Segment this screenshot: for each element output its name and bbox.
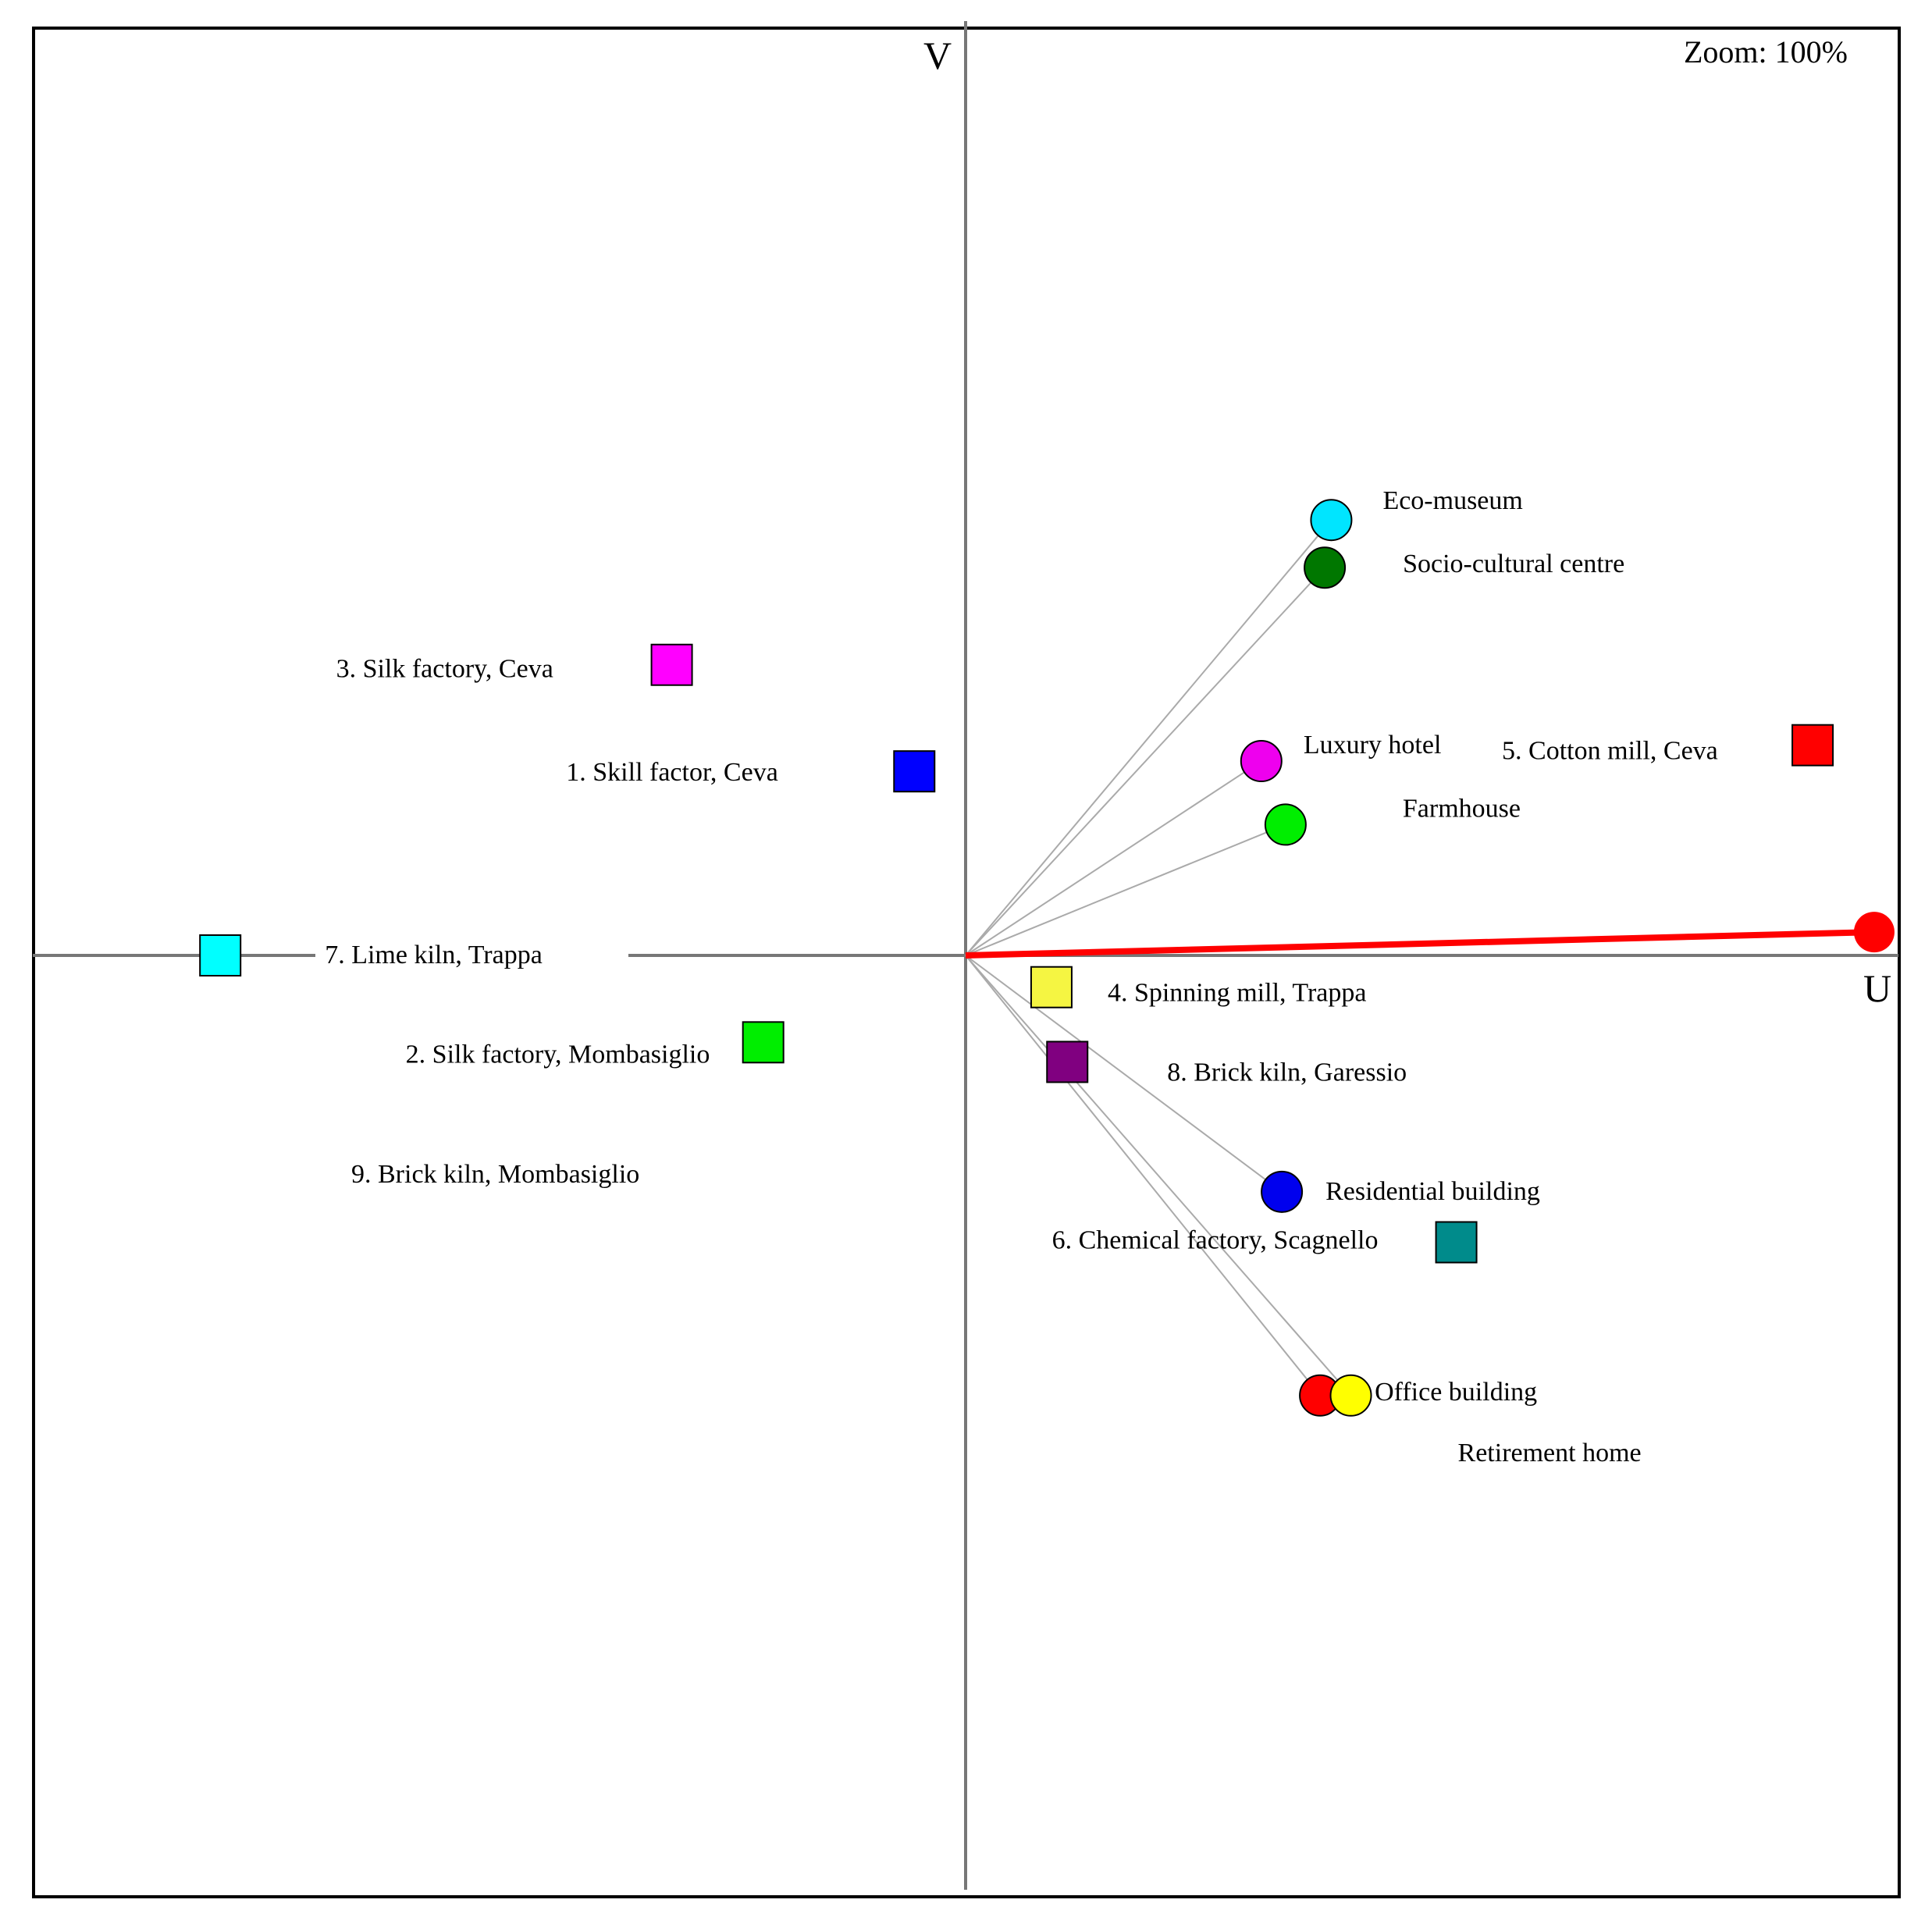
category-label-7: 7. Lime kiln, Trappa [325, 941, 543, 969]
zoom-readout: Zoom: 100% [1684, 34, 1848, 69]
alternative-marker-5[interactable] [1261, 1170, 1304, 1213]
category-marker-4[interactable] [1030, 966, 1073, 1008]
alternative-label-5: Residential building [1325, 1177, 1540, 1206]
category-marker-2[interactable] [742, 1021, 785, 1064]
category-label-9: 9. Brick kiln, Mombasiglio [351, 1160, 639, 1189]
alternative-marker-2[interactable] [1304, 546, 1347, 589]
category-label-4: 4. Spinning mill, Trappa [1108, 979, 1367, 1008]
category-marker-6[interactable] [1435, 1221, 1478, 1264]
alternative-marker-4[interactable] [1264, 803, 1307, 846]
category-label-8: 8. Brick kiln, Garessio [1167, 1058, 1407, 1087]
u-axis-label: U [1863, 966, 1891, 1010]
category-label-6: 6. Chemical factory, Scagnello [1052, 1225, 1379, 1254]
category-label-2: 2. Silk factory, Mombasiglio [406, 1040, 710, 1069]
alternative-ray-6 [965, 955, 1321, 1396]
category-marker-1[interactable] [893, 750, 936, 793]
category-marker-7[interactable] [199, 934, 242, 976]
category-label-1: 1. Skill factor, Ceva [566, 758, 778, 787]
u-direction-vector [965, 929, 1875, 959]
category-label-5: 5. Cotton mill, Ceva [1502, 737, 1718, 766]
alternative-label-1: Eco-museum [1382, 486, 1522, 515]
alternative-ray-3 [965, 760, 1262, 956]
alternative-marker-1[interactable] [1310, 499, 1353, 542]
alternative-ray-1 [965, 519, 1332, 956]
v-axis-label: V [923, 34, 952, 77]
u-vector-handle[interactable] [1853, 912, 1895, 953]
alternative-marker-7[interactable] [1329, 1374, 1372, 1417]
alternative-label-6: Office building [1375, 1378, 1537, 1407]
alternative-marker-3[interactable] [1240, 740, 1283, 783]
alternative-label-7: Retirement home [1458, 1439, 1642, 1467]
category-marker-8[interactable] [1046, 1040, 1089, 1083]
alternative-label-4: Farmhouse [1403, 794, 1521, 823]
alternative-ray-2 [965, 567, 1325, 956]
alternative-ray-5 [965, 955, 1283, 1193]
alternative-label-2: Socio-cultural centre [1403, 550, 1624, 578]
category-marker-3[interactable] [650, 643, 693, 686]
category-label-3: 3. Silk factory, Ceva [336, 655, 553, 684]
alternative-ray-4 [965, 823, 1286, 956]
category-marker-5[interactable] [1791, 724, 1834, 767]
alternative-ray-7 [965, 955, 1352, 1396]
alternative-label-3: Luxury hotel [1304, 731, 1442, 759]
